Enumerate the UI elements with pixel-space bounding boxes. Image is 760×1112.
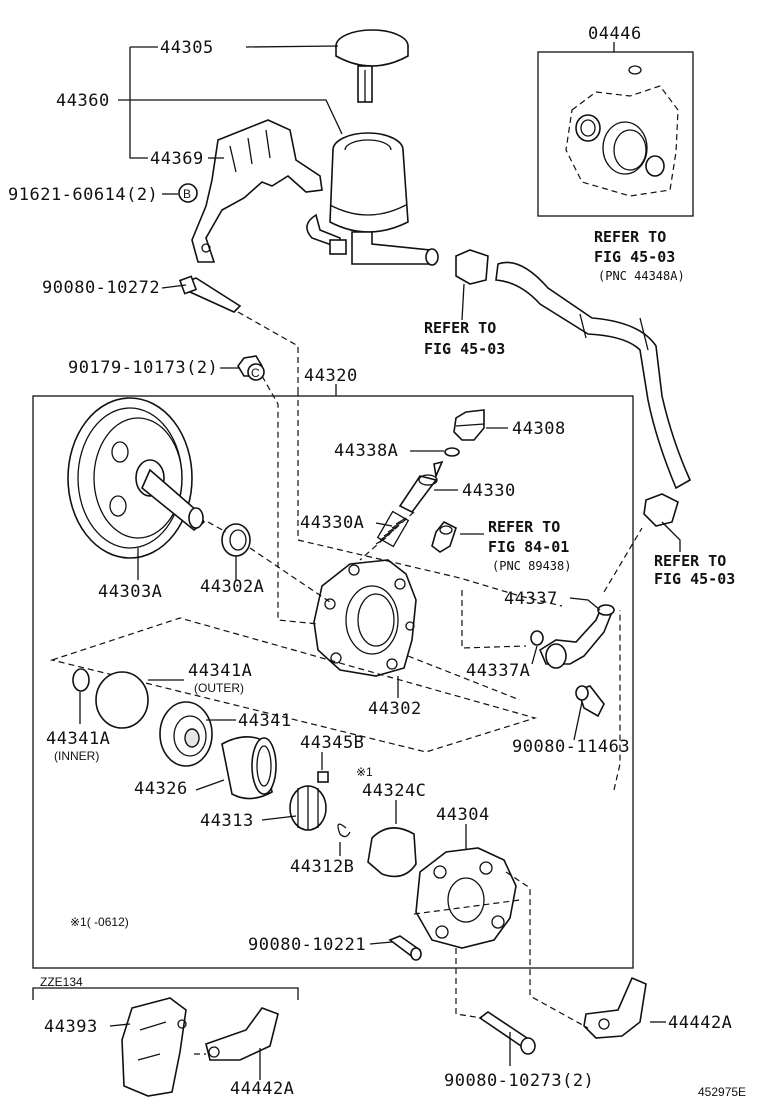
label-90179-10173: 90179-10173(2) <box>68 358 218 378</box>
nut-c-letter: C <box>251 366 260 380</box>
ref3-line3: (PNC 89438) <box>492 559 571 573</box>
label-91621-60614: 91621-60614(2) <box>8 185 158 205</box>
label-44302a: 44302A <box>200 577 264 597</box>
leader-lines <box>79 42 666 1080</box>
bolt-90080-10273[interactable] <box>478 1011 536 1055</box>
gasket-44324c[interactable] <box>367 827 417 878</box>
reservoir-tank[interactable] <box>306 132 439 266</box>
label-90080-10273: 90080-10273(2) <box>444 1071 594 1091</box>
nut-90179[interactable]: C <box>237 355 265 381</box>
label-mark-1: ※1 <box>356 765 373 779</box>
label-04446: 04446 <box>588 24 642 44</box>
label-90080-11463: 90080-11463 <box>512 737 630 757</box>
ref3-line1: REFER TO <box>488 518 560 536</box>
label-44305: 44305 <box>160 38 214 58</box>
ref3-line2: FIG 84-01 <box>488 538 569 556</box>
side-plate[interactable] <box>159 701 213 767</box>
ref2-line3: (PNC 44348A) <box>598 269 685 283</box>
bolt-90080-10221[interactable] <box>388 935 422 961</box>
refer-to-fig-45-03-hose-clamp[interactable]: REFER TO FIG 45-03 <box>424 319 505 358</box>
ref2-line1: REFER TO <box>594 228 666 246</box>
label-90080-10221: 90080-10221 <box>248 935 366 955</box>
label-outer-note: (OUTER) <box>194 681 244 695</box>
label-44330: 44330 <box>462 481 516 501</box>
pulley[interactable] <box>67 397 206 559</box>
bolt-90080-10272[interactable] <box>178 275 242 313</box>
label-44304: 44304 <box>436 805 490 825</box>
union-bolt-90080-11463[interactable] <box>575 685 605 718</box>
o-ring-44338a[interactable] <box>444 447 460 457</box>
refer-to-fig-84-01[interactable]: REFER TO FIG 84-01 (PNC 89438) <box>488 518 571 573</box>
label-44345b: 44345B <box>300 733 364 753</box>
pump-housing[interactable] <box>313 559 417 677</box>
label-44308: 44308 <box>512 419 566 439</box>
ref1-line2: FIG 45-03 <box>424 340 505 358</box>
ref1-line1: REFER TO <box>424 319 496 337</box>
label-44320: 44320 <box>304 366 358 386</box>
return-hose <box>455 249 692 490</box>
label-44337a: 44337A <box>466 661 530 681</box>
pump-assembly-frame <box>32 395 634 969</box>
label-44337: 44337 <box>504 589 558 609</box>
label-44341a-outer: 44341A <box>188 661 252 681</box>
label-44326: 44326 <box>134 779 188 799</box>
label-44369: 44369 <box>150 149 204 169</box>
hose-clamp-right <box>643 493 679 527</box>
cartridge-kit-outline <box>49 617 538 753</box>
label-44330a: 44330A <box>300 513 364 533</box>
bracket-44393[interactable] <box>121 997 187 1097</box>
label-44338a: 44338A <box>334 441 398 461</box>
oil-seal[interactable] <box>221 523 251 557</box>
rear-housing[interactable] <box>415 847 517 949</box>
reservoir-cap[interactable] <box>335 29 409 103</box>
flow-control-valve[interactable] <box>398 460 444 514</box>
pump-rotor[interactable] <box>289 785 327 831</box>
ref2-line2: FIG 45-03 <box>594 248 675 266</box>
pressure-switch <box>431 520 457 553</box>
ref-leader-clamp <box>461 283 465 321</box>
refer-to-fig-45-03-clamp-right[interactable]: REFER TO FIG 45-03 <box>654 552 735 588</box>
label-44341: 44341 <box>238 711 292 731</box>
label-44442a-right: 44442A <box>668 1013 732 1033</box>
bracket-44442a-left[interactable] <box>205 1007 279 1061</box>
label-inner-note: (INNER) <box>54 749 99 763</box>
o-ring-outer[interactable] <box>95 671 149 729</box>
label-44324c: 44324C <box>362 781 426 801</box>
bracket-44442a-right[interactable] <box>583 976 647 1039</box>
label-44302: 44302 <box>368 699 422 719</box>
label-44341a-inner: 44341A <box>46 729 110 749</box>
label-footnote: ※1( -0612) <box>70 915 129 929</box>
label-44442a-left: 44442A <box>230 1079 294 1099</box>
gasket-kit-frame <box>537 51 694 217</box>
zze134-bracket-frame <box>32 987 299 1000</box>
label-44313: 44313 <box>200 811 254 831</box>
bolt-b-callout: B <box>178 183 198 203</box>
gasket-kit-parts <box>565 65 679 197</box>
label-90080-10272: 90080-10272 <box>42 278 160 298</box>
label-44312b: 44312B <box>290 857 354 877</box>
label-diagram-id: 452975E <box>698 1085 746 1099</box>
ref-leader-right <box>661 521 681 552</box>
o-ring-44337a[interactable] <box>530 630 544 646</box>
ref4-line1: REFER TO <box>654 552 726 570</box>
label-44393: 44393 <box>44 1017 98 1037</box>
label-zze134: ZZE134 <box>40 975 83 989</box>
refer-to-fig-45-03-hose[interactable]: REFER TO FIG 45-03 (PNC 44348A) <box>594 228 685 283</box>
reservoir-bracket[interactable] <box>191 119 323 263</box>
label-44303a: 44303A <box>98 582 162 602</box>
dowel-pin[interactable] <box>317 771 329 783</box>
pressure-tube[interactable] <box>538 604 615 669</box>
flow-control-valve-fitting[interactable] <box>453 409 485 441</box>
label-44360: 44360 <box>56 91 110 111</box>
assembly-dashed-lines <box>194 311 643 1055</box>
cam-ring[interactable] <box>221 736 277 800</box>
snap-ring[interactable] <box>337 823 351 838</box>
ref4-line2: FIG 45-03 <box>654 570 735 588</box>
bolt-b-letter: B <box>183 187 191 201</box>
o-ring-inner[interactable] <box>72 668 90 692</box>
